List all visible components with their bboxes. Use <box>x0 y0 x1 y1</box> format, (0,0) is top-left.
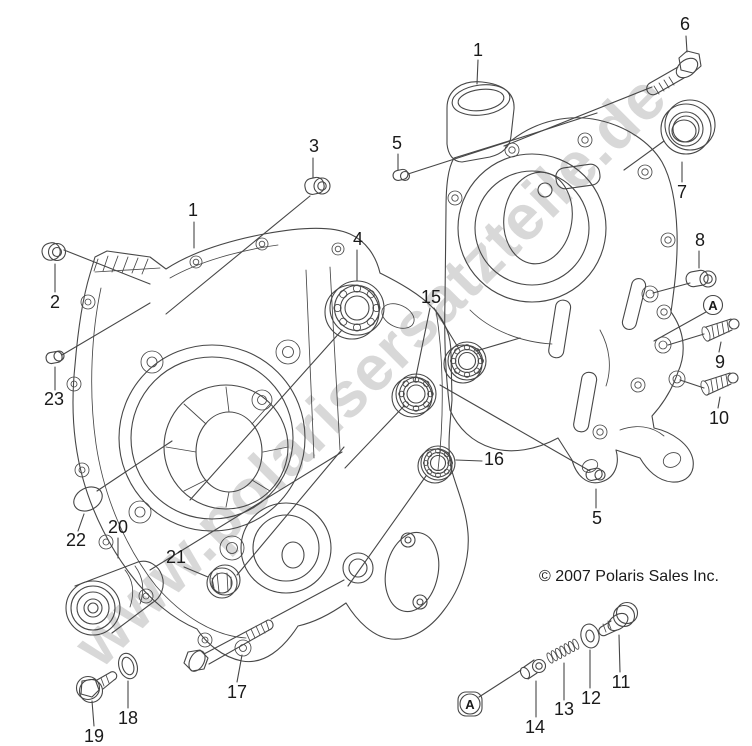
bearing-15a <box>391 373 437 418</box>
fitting-9 <box>701 318 740 342</box>
bolt-holes-right <box>447 132 676 440</box>
side-bosses <box>581 285 686 473</box>
callout-3: 3 <box>309 136 319 156</box>
bolt-19 <box>75 671 118 704</box>
ref-marker-a-lower <box>457 691 483 717</box>
callout-11: 11 <box>612 672 631 692</box>
callout-13: 13 <box>554 699 574 719</box>
callout-21: 21 <box>166 547 186 567</box>
callout-23: 23 <box>44 389 64 409</box>
spring-13 <box>546 638 580 664</box>
callout-12: 12 <box>581 688 601 708</box>
dowel-pin-5-left <box>392 168 411 182</box>
oil-seal-7 <box>660 99 716 155</box>
right-crankcase-half <box>444 81 694 484</box>
callout-4: 4 <box>353 229 363 249</box>
ref-marker-a-upper <box>702 294 724 316</box>
plug-22 <box>73 486 103 512</box>
fitting-10 <box>700 372 739 396</box>
callout-5-right: 5 <box>592 508 602 528</box>
bolt-17 <box>183 619 274 672</box>
hub-spokes <box>165 386 289 508</box>
callout-9: 9 <box>715 352 725 372</box>
callout-18: 18 <box>118 708 138 728</box>
ref-letter-a-lower: A <box>465 697 475 712</box>
watermark-text: www.polarisersatzteile.de <box>59 60 680 681</box>
callout-1-left: 1 <box>188 200 198 220</box>
callout-19: 19 <box>84 726 104 746</box>
lug-hatching <box>93 255 161 275</box>
dowel-pin-5-right <box>585 467 606 481</box>
callout-17: 17 <box>227 682 247 702</box>
interior-ribs-right <box>469 309 665 437</box>
washer-18 <box>117 652 139 680</box>
line-art <box>41 35 740 727</box>
copyright-text: © 2007 Polaris Sales Inc. <box>539 568 719 585</box>
callout-8: 8 <box>695 230 705 250</box>
bushing-8 <box>685 269 717 288</box>
callout-15: 15 <box>421 287 441 307</box>
leader-lines <box>54 35 722 727</box>
ref-letter-a-upper: A <box>708 298 718 313</box>
callout-10: 10 <box>709 408 729 428</box>
bearing-4 <box>324 280 385 340</box>
callout-7: 7 <box>677 182 687 202</box>
bearing-16 <box>417 445 456 484</box>
callout-5-left: 5 <box>392 133 402 153</box>
callout-22: 22 <box>66 530 86 550</box>
face-bosses-left <box>128 339 301 561</box>
callout-1-right: 1 <box>473 40 483 60</box>
bolt-6 <box>646 50 702 96</box>
valve-14 <box>519 658 547 680</box>
dowel-pin-23 <box>45 350 65 365</box>
pulley-20 <box>65 560 164 636</box>
callout-labels: 1 1 2 3 4 5 5 6 7 8 9 10 11 12 13 14 15 … <box>44 14 729 746</box>
bearing-15b <box>443 341 487 384</box>
bolt-11 <box>598 601 639 637</box>
dowel-pin-3 <box>304 176 331 195</box>
threaded-seal-21 <box>206 564 241 599</box>
callout-6: 6 <box>680 14 690 34</box>
callout-2: 2 <box>50 292 60 312</box>
washer-12 <box>580 623 600 649</box>
face-slots <box>548 163 647 433</box>
callout-14: 14 <box>525 717 545 737</box>
pump-cavity <box>240 502 440 613</box>
callout-16: 16 <box>484 449 504 469</box>
bushing-2 <box>41 242 67 262</box>
callout-20: 20 <box>108 517 128 537</box>
